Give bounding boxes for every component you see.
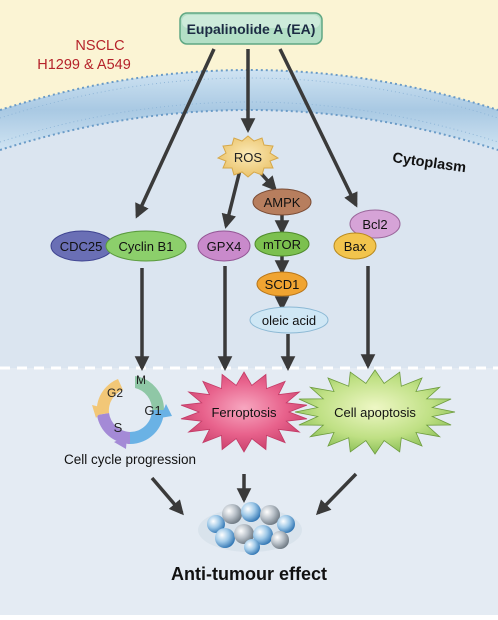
arrow-ros-to-gpx4 — [221, 169, 242, 229]
gpx4-node: GPX4 — [197, 230, 251, 262]
bcl2-node: Bcl2 — [349, 209, 401, 239]
cell-line-names: H1299 & A549 — [37, 57, 131, 73]
cell-line-label: NSCLC — [75, 38, 124, 54]
drug-label: Eupalinolide A (EA) — [187, 21, 316, 37]
phase-g1-label: G1 — [144, 403, 161, 418]
oleic-acid-label: oleic acid — [262, 313, 316, 328]
ferroptosis-burst: Ferroptosis — [180, 371, 308, 453]
phase-g2-label: G2 — [107, 386, 123, 400]
cell-cycle-label: Cell cycle progression — [64, 452, 196, 467]
ampk-node: AMPK — [252, 188, 312, 216]
mtor-label: mTOR — [263, 237, 301, 252]
phase-m-label: M — [136, 373, 146, 387]
mtor-node: mTOR — [254, 231, 310, 257]
cell-cycle-wheel: M G1 S G2 — [92, 373, 172, 449]
bcl2-label: Bcl2 — [362, 217, 387, 232]
scd1-label: SCD1 — [265, 277, 300, 292]
phase-s-label: S — [114, 420, 123, 435]
scd1-node: SCD1 — [256, 271, 308, 297]
arrow-cellcycle-to-effect — [150, 476, 184, 516]
cycle-arc-s — [97, 413, 130, 444]
tumour-cell-cluster — [198, 502, 302, 555]
bax-label: Bax — [344, 239, 367, 254]
gpx4-label: GPX4 — [207, 239, 242, 254]
cycle-arc-g1 — [130, 410, 164, 444]
bax-node: Bax — [333, 232, 377, 260]
cyclin-b1-node: Cyclin B1 — [105, 230, 187, 262]
arrow-apoptosis-to-effect — [315, 472, 358, 516]
oleic-acid-node: oleic acid — [249, 306, 329, 334]
ampk-label: AMPK — [264, 195, 301, 210]
ros-node: ROS — [216, 135, 280, 178]
cycle-arc-g2 — [96, 379, 123, 415]
drug-arrows — [134, 48, 376, 516]
apoptosis-label: Cell apoptosis — [334, 405, 416, 420]
cyclin-b1-label: Cyclin B1 — [119, 239, 174, 254]
apoptosis-burst: Cell apoptosis — [294, 369, 456, 455]
cdc25-label: CDC25 — [60, 239, 103, 254]
arrow-to-bcl2 — [278, 48, 358, 208]
cdc25-node: CDC25 — [50, 230, 114, 262]
ferroptosis-label: Ferroptosis — [211, 405, 277, 420]
ros-label: ROS — [234, 150, 263, 165]
effect-label: Anti-tumour effect — [171, 564, 327, 584]
arrow-to-cyclin — [135, 48, 216, 219]
cycle-arc-m — [135, 376, 165, 410]
drug-box: Eupalinolide A (EA) — [179, 12, 323, 45]
